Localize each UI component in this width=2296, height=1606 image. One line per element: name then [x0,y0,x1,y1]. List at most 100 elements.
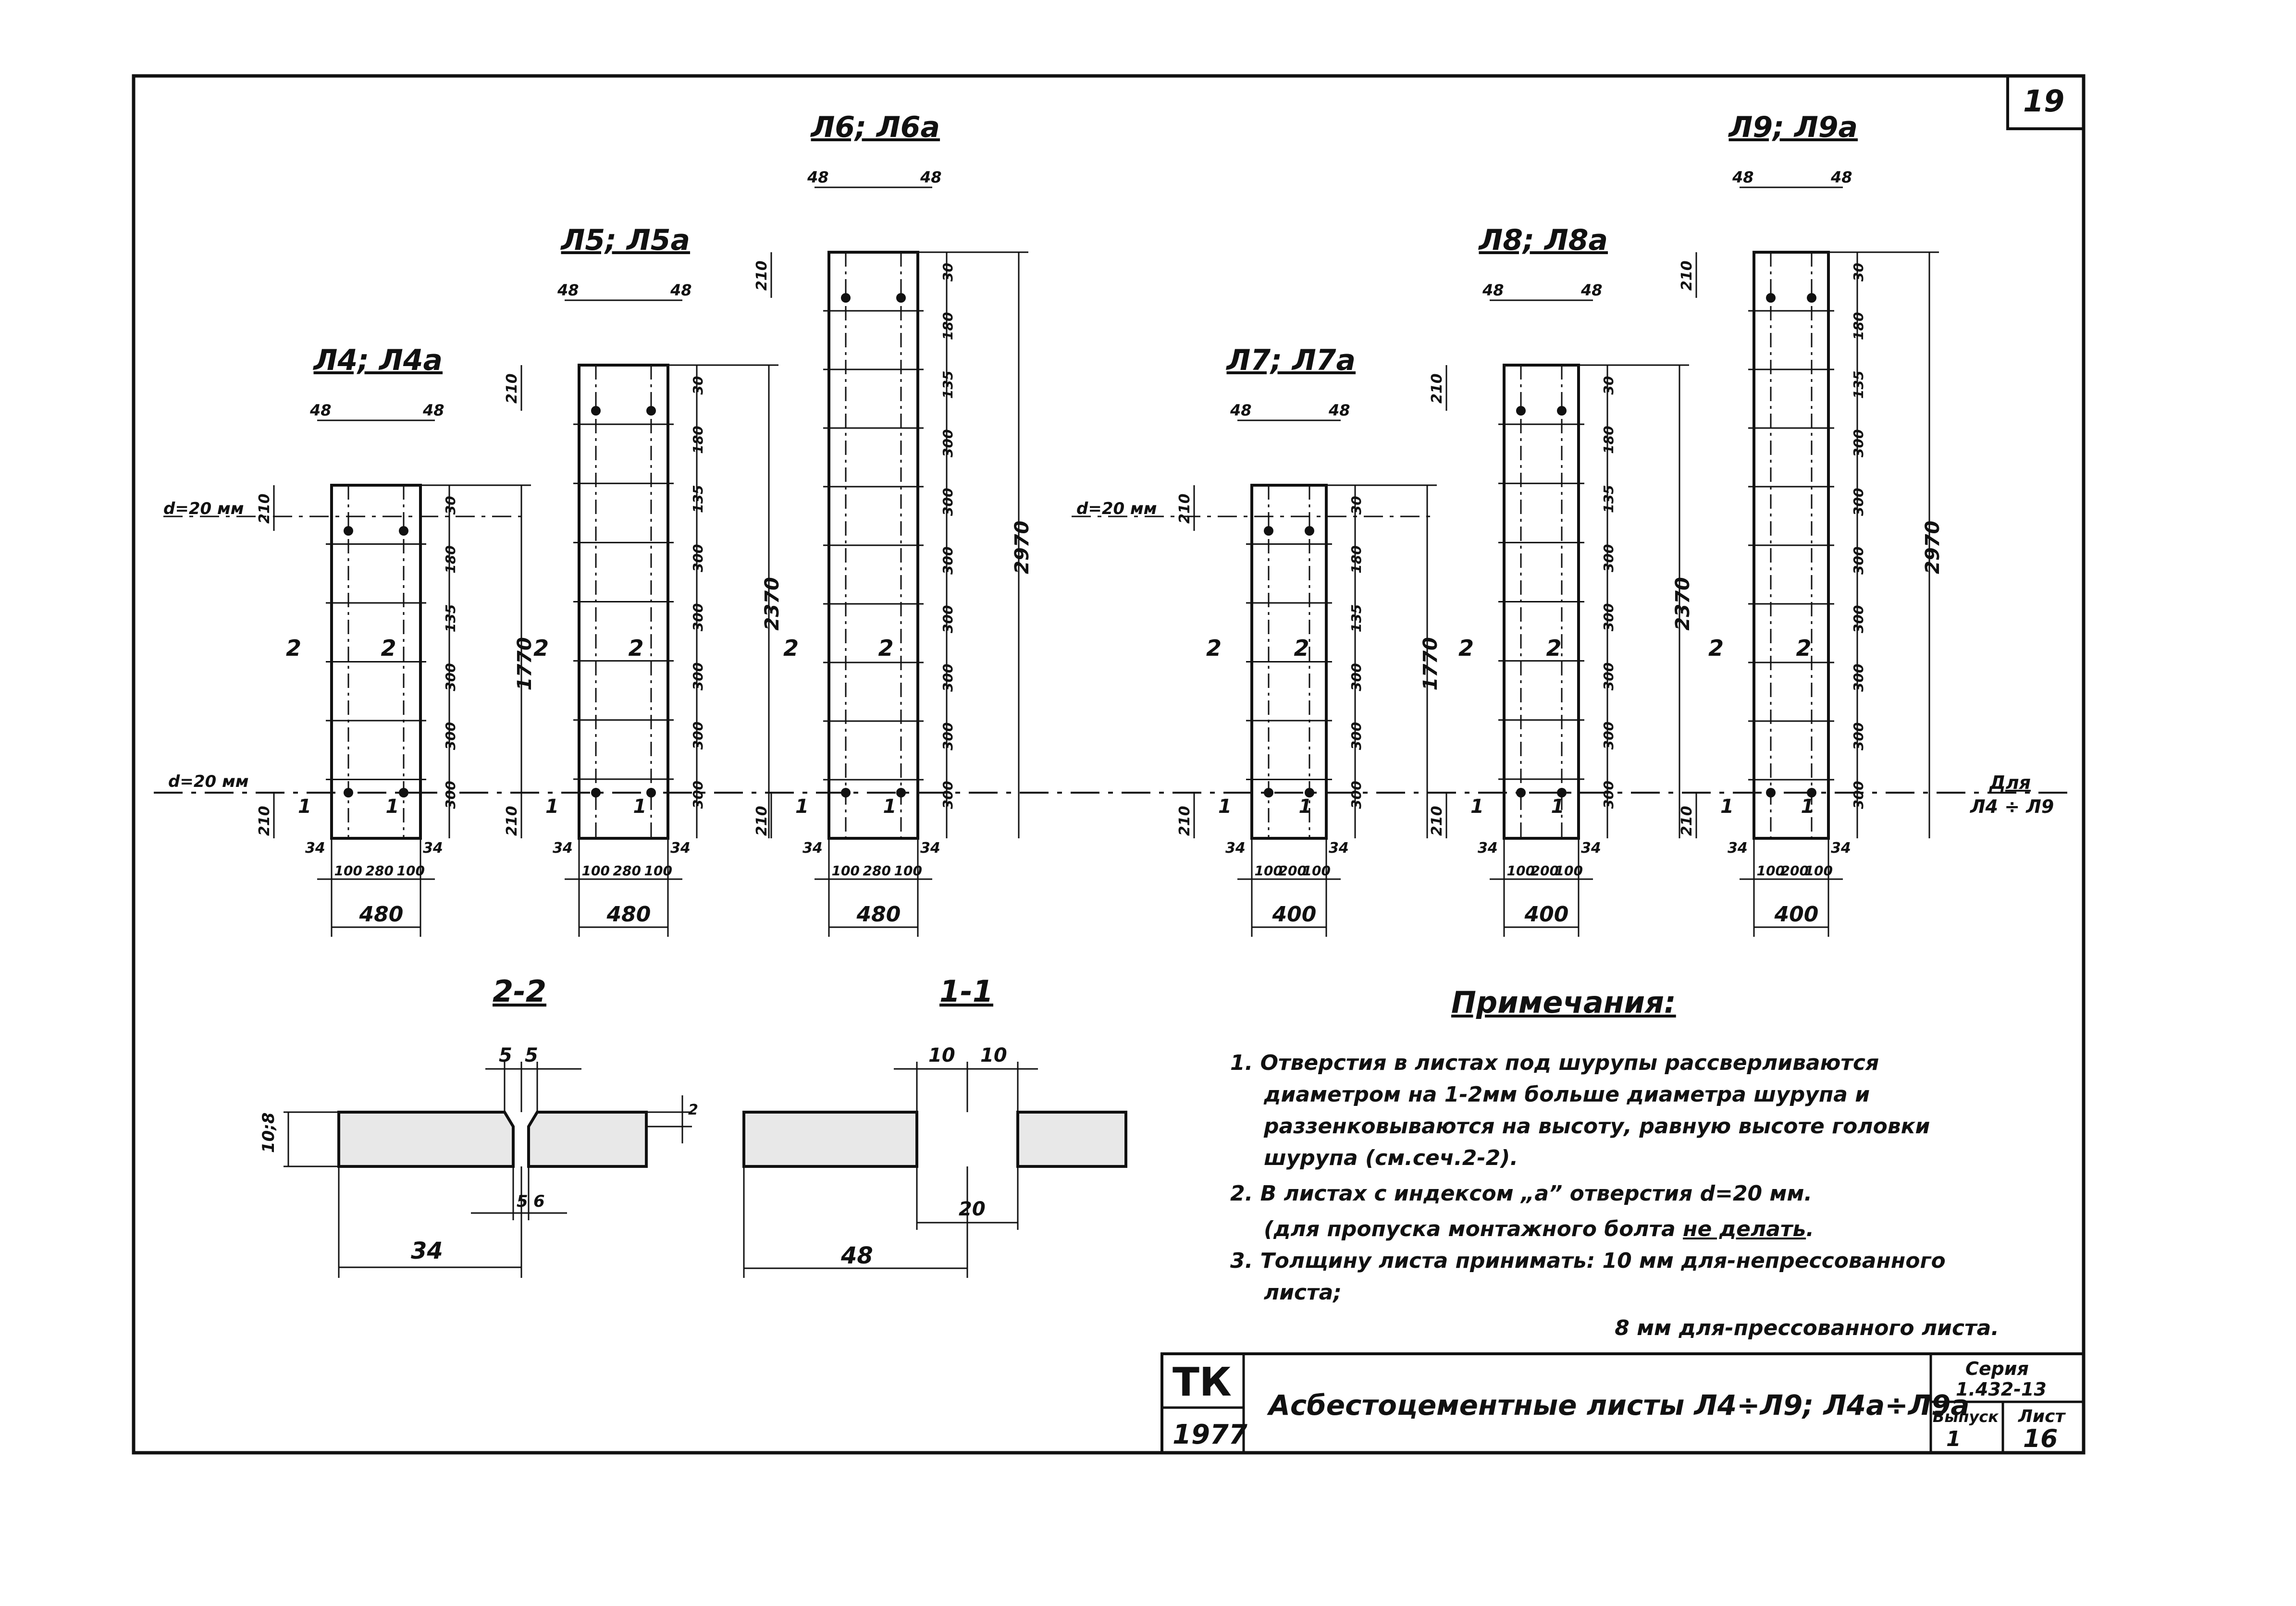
sheet-2-offset-2: 280 [613,863,641,879]
sheet-5-section-mark-1-left: 1 [1470,796,1484,818]
sheet-6-hole-top-right [1807,293,1816,303]
sheet-1-hole-bottom-left [344,788,353,797]
sheet-1-right-dim-label: 300 [443,722,458,750]
section-1-1-left-piece [742,1111,918,1168]
sheet-2-hole-top-right [646,406,656,416]
sheet-5-title: Л8; Л8а [1478,223,1608,257]
sheet-3-hole-bottom-right [896,788,906,797]
sheet-5-side-offset-left: 34 [1478,840,1498,857]
sheet-4-top-dim-right: 48 [1328,401,1350,419]
sheet-2-right-dim-label: 180 [690,426,706,454]
sheet-5-height: 2370 [1672,577,1694,630]
sheet-6-right-dim-label: 135 [1851,371,1866,399]
sheet-2-top-dim-left: 48 [557,281,579,299]
sheet-4-hole-top-left [1264,526,1273,536]
sheet-4-width: 400 [1272,902,1317,927]
sheet-5-offset-2: 200 [1531,863,1559,879]
sheet-5-right-dim-label: 300 [1601,781,1617,809]
sheet-2-right-dim-label: 300 [690,544,706,572]
axis-note-line2: Л4 ÷ Л9 [1970,796,2054,817]
sheet-5-section-mark-2-left: 2 [1458,635,1474,661]
note-2: 2. В листах с индексом „а” отверстия d=2… [1230,1181,1813,1206]
sheet-4-section-mark-1-right: 1 [1299,796,1312,818]
section-2-2-thickness: 10;8 [259,1112,278,1153]
sheet-3-side-offset-right: 34 [920,840,940,857]
section-2-2-title: 2-2 [493,974,546,1009]
sheet-label: Лист [2018,1407,2066,1426]
sheet-3-offset-2: 280 [863,863,891,879]
sheet-6-right-dim-label: 300 [1851,723,1866,750]
sheet-2-section-mark-2-left: 2 [533,635,549,661]
sheet-4-top-dim-left: 48 [1230,401,1252,419]
sheet-3-width: 480 [856,902,901,927]
section-1-1-right-piece [1016,1111,1127,1168]
sheet-5-offset-1: 100 [1507,863,1535,879]
section-2-2-length: 34 [411,1238,443,1264]
sheet-1-side-offset-right: 34 [423,840,443,857]
sheet-2-section-mark-1-left: 1 [545,796,559,818]
sheet-4-section-mark-1-left: 1 [1218,796,1232,818]
sheet-6-right-dim-label: 180 [1851,312,1866,340]
sheet-3-right-dim-label: 300 [940,429,956,457]
sheet-1-width: 480 [359,902,404,927]
sheet-4-right-dim-label: 180 [1348,545,1364,573]
note-2-sub-post: . [1806,1217,1814,1241]
note-3-sub: 8 мм для-прессованного листа. [1615,1316,1999,1340]
sheet-3-right-dim-label: 135 [940,371,956,399]
sheet-6-bottom-gap: 210 [1679,806,1695,836]
sheet-3-right-dim-label: 300 [940,547,956,575]
sheet-4-section-mark-2-right: 2 [1294,635,1309,661]
sheet-4-offset-2: 200 [1279,863,1307,879]
sheet-2-bottom-gap: 210 [504,806,520,836]
sheet-4-side-offset-left: 34 [1225,840,1246,857]
sheet-1-section-mark-2-left: 2 [286,635,301,661]
sheet-1-hole-top-left [344,526,353,536]
sheet-6-top-gap: 210 [1679,260,1695,291]
section-2-2-dim-b: 5 [525,1044,538,1067]
sheet-3-top-gap: 210 [753,260,770,291]
sheet-3-right-dim-label: 300 [940,781,956,809]
title-block-year: 1977 [1173,1419,1247,1450]
sheet-5-right-dim-label: 180 [1601,426,1617,454]
section-2-2-dim-c: 5 [517,1192,528,1211]
hole-label-left-bottom: d=20 мм [168,772,249,791]
title-block-title: Асбестоцементные листы Л4÷Л9; Л4а÷Л9а [1267,1389,1970,1422]
sheet-3-section-mark-1-left: 1 [795,796,809,818]
sheet-3-right-dim-label: 180 [940,312,956,340]
sheet-1-hole-bottom-right [399,788,408,797]
sheet-4-side-offset-right: 34 [1329,840,1349,857]
notes: 1. Отверстия в листах под шурупы рассвер… [1230,1047,2018,1344]
sheet-1-bottom-gap: 210 [256,806,273,836]
drawing-frame [132,74,2086,1455]
sheet-value: 16 [2023,1424,2058,1453]
sheet-1-section-mark-1-right: 1 [386,796,399,818]
series-value: 1.432-13 [1956,1379,2047,1400]
sheet-1-right-dim-label: 300 [443,663,458,691]
sheet-6-width: 400 [1774,902,1819,927]
sheet-2-hole-top-left [591,406,601,416]
sheet-1-offset-1: 100 [334,863,362,879]
section-1-1-dim-a: 10 [928,1044,955,1067]
title-block: ТК 1977 Асбестоцементные листы Л4÷Л9; Л4… [1160,1352,2085,1454]
section-1-1-title: 1-1 [939,974,993,1009]
sheet-6-side-offset-left: 34 [1728,840,1748,857]
sheet-2-top-dim-right: 48 [670,281,692,299]
sheet-6-right-dim-label: 300 [1851,781,1866,809]
sheet-6-hole-bottom-left [1766,788,1776,797]
sheet-3-section-mark-1-right: 1 [883,796,897,818]
section-1-1: 10 10 20 48 [742,1044,1127,1278]
sheet-2-height: 2370 [761,577,783,630]
sheet-4-top-gap: 210 [1176,493,1193,524]
sheet-1-offset-2: 280 [366,863,394,879]
sheet-4-section-mark-2-left: 2 [1206,635,1222,661]
sheet-1-top-gap: 210 [256,493,273,524]
sheet-5-bottom-gap: 210 [1429,806,1445,836]
sheet-3-top-dim-left: 48 [807,168,829,186]
sheet-3-right-dim-label: 300 [940,488,956,516]
sheet-6-title: Л9; Л9а [1728,110,1858,144]
sheet-5-right-dim-label: 300 [1601,544,1617,572]
sheet-6-hole-top-left [1766,293,1776,303]
sheet-5-right-dim-label: 300 [1601,603,1617,631]
